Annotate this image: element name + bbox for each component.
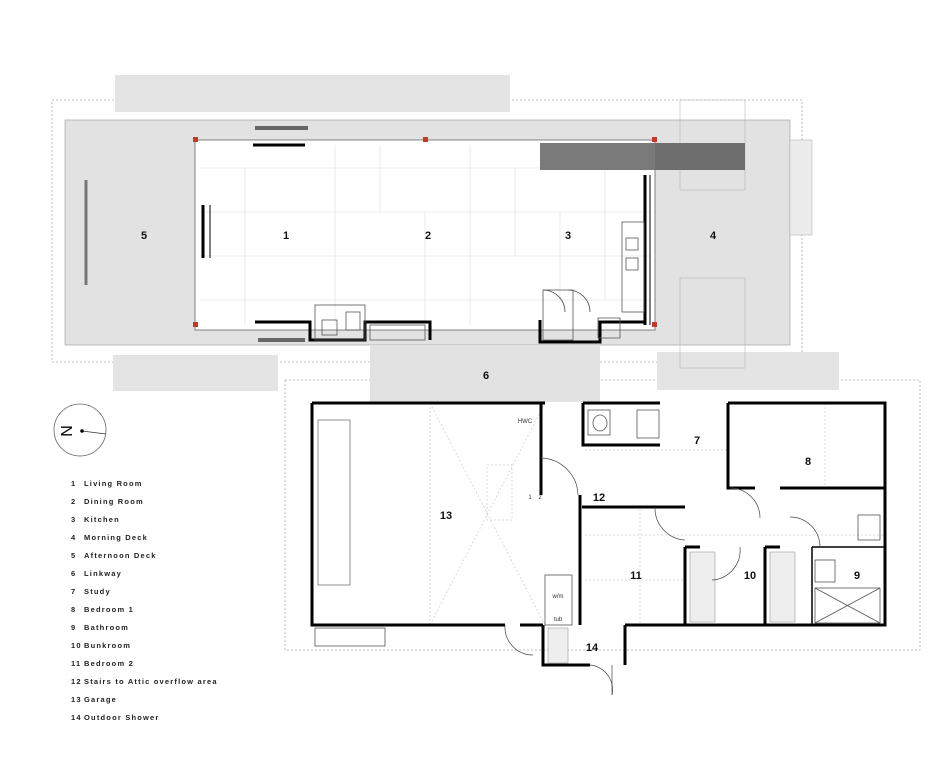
hwc-label: HWC <box>518 419 533 425</box>
legend-label: Garage <box>84 695 118 704</box>
legend-number: 8 <box>71 605 77 614</box>
legend-label: Bathroom <box>84 623 130 632</box>
legend-number: 13 <box>71 695 82 704</box>
legend-item: 9 Bathroom <box>71 619 218 637</box>
legend-label: Linkway <box>84 569 122 578</box>
room-number-linkway: 6 <box>483 370 489 382</box>
door-markers <box>193 137 657 327</box>
bunk-stairs <box>547 551 796 664</box>
room-legend: 1 Living Room 2 Dining Room 3 Kitchen 4 Morning… <box>71 475 218 727</box>
room-number-bathroom: 9 <box>854 570 860 582</box>
legend-item: 7 Study <box>71 583 218 601</box>
kitchen-fixtures <box>314 221 645 341</box>
legend-item: 2 Dining Room <box>71 493 218 511</box>
legend-number: 2 <box>71 497 77 506</box>
sleeping-wing-grid <box>429 402 885 626</box>
legend-number: 5 <box>71 551 77 560</box>
room-number-bedroom-2: 11 <box>630 570 642 582</box>
legend-label: Living Room <box>84 479 143 488</box>
legend-number: 11 <box>71 659 82 668</box>
legend-item: 3 Kitchen <box>71 511 218 529</box>
room-number-bedroom-1: 8 <box>805 456 811 468</box>
door-swings <box>504 457 821 696</box>
legend-label: Kitchen <box>84 515 120 524</box>
washing-machine-label: w/m <box>552 594 564 600</box>
north-compass-icon: N <box>53 403 107 457</box>
room-number-stairs: 12 <box>593 492 605 504</box>
legend-item: 5 Afternoon Deck <box>71 547 218 565</box>
legend-number: 10 <box>71 641 82 650</box>
legend-label: Dining Room <box>84 497 144 506</box>
compass-label: N <box>59 425 76 437</box>
legend-item: 8 Bedroom 1 <box>71 601 218 619</box>
morning-deck-boards <box>679 277 746 369</box>
tub-label: tub <box>554 617 563 623</box>
sleeping-wing-walls <box>310 401 887 667</box>
room-number-garage: 13 <box>440 510 452 522</box>
room-number-outdoor-shower: 14 <box>586 642 599 654</box>
legend-item: 4 Morning Deck <box>71 529 218 547</box>
stair-step-label: 2 <box>538 495 542 501</box>
sleeping-wing <box>312 403 885 625</box>
room-number-morning-deck: 4 <box>710 230 717 242</box>
pavilion-walls <box>201 126 651 344</box>
floor-tile-grid <box>200 145 650 325</box>
legend-number: 14 <box>71 713 82 722</box>
roof-overhang-bottom-left <box>113 355 278 391</box>
legend-number: 3 <box>71 515 77 524</box>
room-number-dining: 2 <box>425 230 431 242</box>
room-number-afternoon-deck: 5 <box>141 230 147 242</box>
legend-label: Stairs to Attic overflow area <box>84 677 218 686</box>
stair-step-label: 1 <box>528 495 532 501</box>
legend-label: Study <box>84 587 111 596</box>
legend-number: 6 <box>71 569 77 578</box>
room-number-study: 7 <box>694 435 700 447</box>
legend-number: 1 <box>71 479 77 488</box>
bathroom-fixtures <box>314 409 881 647</box>
legend-label: Bedroom 1 <box>84 605 134 614</box>
legend-label: Morning Deck <box>84 533 148 542</box>
roof-overhang-bottom-right <box>657 352 839 390</box>
room-number-bunkroom: 10 <box>744 570 756 582</box>
legend-label: Bedroom 2 <box>84 659 134 668</box>
dark-wall-panel <box>540 143 655 170</box>
linkway <box>370 345 600 402</box>
room-number-living: 1 <box>283 230 289 242</box>
garage-car-outline <box>317 419 351 586</box>
legend-label: Bunkroom <box>84 641 132 650</box>
legend-number: 12 <box>71 677 82 686</box>
legend-item: 6 Linkway <box>71 565 218 583</box>
room-number-kitchen: 3 <box>565 230 571 242</box>
legend-label: Outdoor Shower <box>84 713 160 722</box>
legend-number: 9 <box>71 623 77 632</box>
legend-item: 1 Living Room <box>71 475 218 493</box>
legend-label: Afternoon Deck <box>84 551 157 560</box>
legend-number: 4 <box>71 533 77 542</box>
legend-number: 7 <box>71 587 77 596</box>
roof-overhang-top <box>115 75 510 112</box>
pavilion-right-fin <box>789 139 813 236</box>
